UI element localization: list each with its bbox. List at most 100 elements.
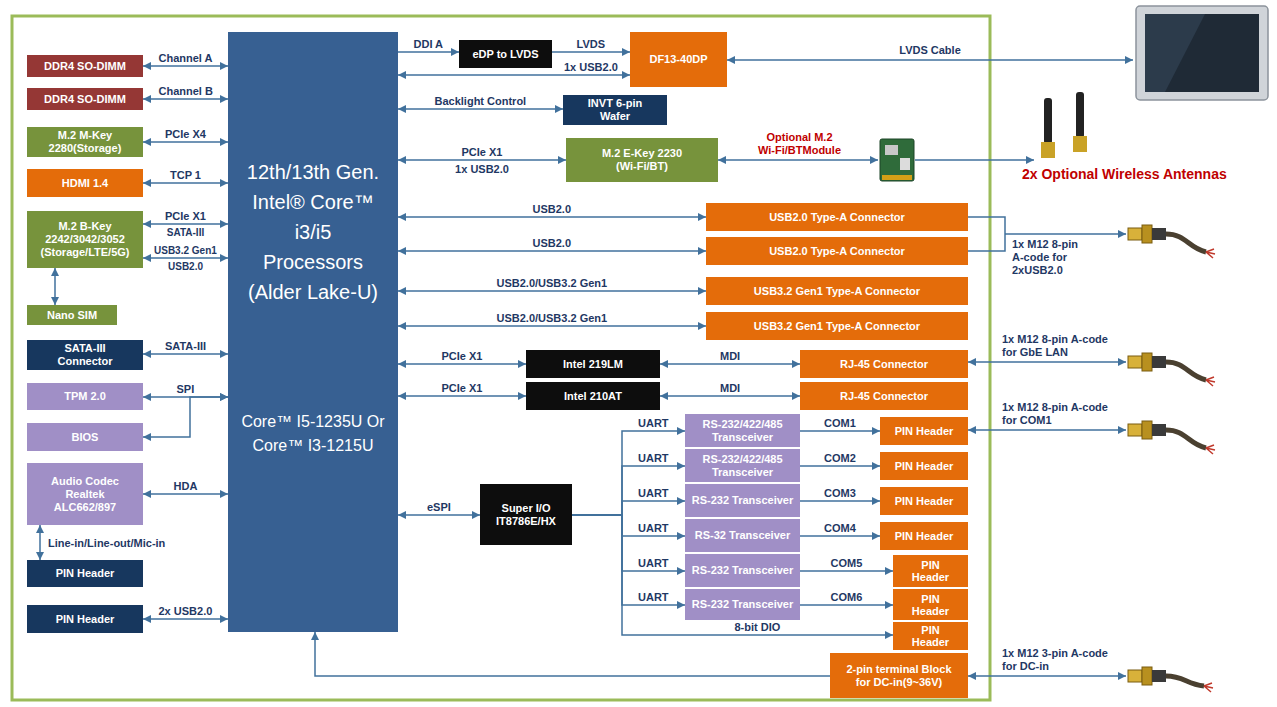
box-label: Intel 219LM [563, 358, 623, 371]
connector [143, 397, 228, 437]
rj45-connector: RJ-45 Connector [800, 350, 968, 378]
connector [572, 515, 685, 571]
connector-note: 1x M12 8-pin A-code for COM1 [1002, 401, 1116, 427]
box-label: Nano SIM [47, 309, 97, 322]
box-label: Audio Codec Realtek ALC662/897 [43, 475, 128, 514]
screen-glare [1145, 14, 1205, 92]
board-outline [12, 16, 990, 700]
signal-label: USB2.0 [531, 203, 574, 215]
connector [143, 223, 228, 225]
connector-body [1128, 424, 1142, 436]
signal-label: USB2.0 [531, 237, 574, 249]
connector-boot [1152, 424, 1166, 436]
box-label: PIN Header [895, 495, 954, 508]
antenna-rod [1076, 92, 1084, 138]
connector [572, 466, 685, 515]
m12-link [968, 675, 1126, 677]
connector [398, 250, 706, 252]
signal-label: SATA-III [163, 340, 208, 352]
connector [39, 525, 41, 560]
connector [398, 395, 526, 397]
connector [398, 108, 563, 110]
pin-header: PIN Header [893, 589, 968, 620]
signal-label: COM4 [822, 522, 858, 534]
box-label: PIN Header [895, 530, 954, 543]
connector-nut [1142, 421, 1152, 439]
connector-nut [1142, 225, 1152, 243]
box-label: USB2.0 Type-A Connector [769, 245, 905, 258]
box-label: DDR4 SO-DIMM [44, 60, 126, 73]
antenna-base [1041, 142, 1055, 158]
signal-label: 2x USB2.0 [157, 605, 215, 617]
connector [398, 325, 706, 327]
connector [800, 430, 880, 432]
pin-header: PIN Header [893, 555, 968, 587]
signal-label: TCP 1 [168, 169, 203, 181]
sata-connector: SATA-III Connector [27, 340, 143, 370]
signal-label: MDI [718, 350, 742, 362]
module-note: Optional M.2 Wi-Fi/BTModule [757, 131, 842, 157]
connector-cable [1166, 676, 1204, 686]
connector-body [1128, 670, 1142, 682]
box-label: Super I/O IT8786E/HX [486, 502, 566, 528]
box-label: M.2 M-Key 2280(Storage) [30, 129, 140, 155]
cable-wires [1204, 683, 1213, 692]
signal-label: SPI [175, 383, 197, 395]
connector-note: 1x M12 8-pin A-code for GbE LAN [1002, 333, 1116, 359]
box-label: Intel 210AT [564, 390, 622, 403]
box-label: PIN Header [908, 559, 953, 583]
box-label: 2-pin terminal Block for DC-in(9~36V) [844, 663, 954, 689]
antenna-base [1073, 136, 1087, 152]
processor-model: Core™ I5-1235U Or Core™ I3-1215U [238, 410, 388, 458]
antennas [1041, 92, 1087, 158]
transceiver: RS-232 Transceiver [685, 554, 800, 587]
connector [143, 493, 228, 495]
signal-label: UART [636, 591, 671, 603]
signal-label: LVDS [575, 38, 608, 50]
usb-connector: USB2.0 Type-A Connector [706, 203, 968, 231]
sim-slot: Nano SIM [27, 305, 117, 325]
m12-connector [1128, 421, 1215, 454]
box-label: PIN Header [895, 460, 954, 473]
box-label: RS-232 Transceiver [692, 494, 794, 507]
connector [800, 500, 880, 502]
signal-label: PCIe X1 [460, 146, 505, 158]
power-terminal: 2-pin terminal Block for DC-in(9~36V) [830, 653, 968, 698]
box-label: eDP to LVDS [472, 48, 538, 61]
connector [143, 141, 228, 143]
memory-slot: DDR4 SO-DIMM [27, 88, 143, 110]
antenna-note: 2x Optional Wireless Antennas [1022, 166, 1227, 183]
box-label: RJ-45 Connector [840, 390, 928, 403]
ethernet-controller: Intel 210AT [526, 382, 660, 410]
connector [572, 431, 685, 515]
panel-connector: DF13-40DP [630, 32, 727, 87]
signal-label: DDI A [412, 38, 446, 50]
box-label: M.2 B-Key 2242/3042/3052 (Storage/LTE/5G… [30, 220, 140, 259]
connector [800, 535, 880, 537]
pin-header: PIN Header [893, 622, 968, 650]
connector [143, 257, 228, 259]
bridge-chip: eDP to LVDS [459, 40, 552, 68]
signal-label: UART [636, 452, 671, 464]
signal-label: Channel B [157, 85, 215, 97]
box-label: PIN Header [908, 624, 953, 648]
signal-label: PCIe X1 [440, 382, 485, 394]
signal-label: SATA-III [158, 227, 213, 239]
firmware-chip: BIOS [27, 423, 143, 451]
box-label: USB3.2 Gen1 Type-A Connector [754, 320, 920, 333]
signal-label: UART [636, 487, 671, 499]
connector [572, 515, 893, 635]
module-chip [900, 158, 910, 170]
box-label: PIN Header [56, 567, 115, 580]
audio-codec: Audio Codec Realtek ALC662/897 [27, 463, 143, 525]
processor-block: 12th/13th Gen. Intel® Core™ i3/i5 Proces… [228, 32, 398, 632]
cable-label: LVDS Cable [880, 44, 980, 57]
connector [143, 182, 228, 184]
connector [572, 515, 685, 536]
signal-label: USB2.0/USB3.2 Gen1 [495, 277, 610, 289]
monitor-screen [1145, 14, 1259, 92]
cable-wires [1206, 249, 1215, 258]
signal-label: Channel A [157, 52, 215, 64]
connector [800, 465, 880, 467]
signal-label: 1x USB2.0 [447, 163, 517, 176]
